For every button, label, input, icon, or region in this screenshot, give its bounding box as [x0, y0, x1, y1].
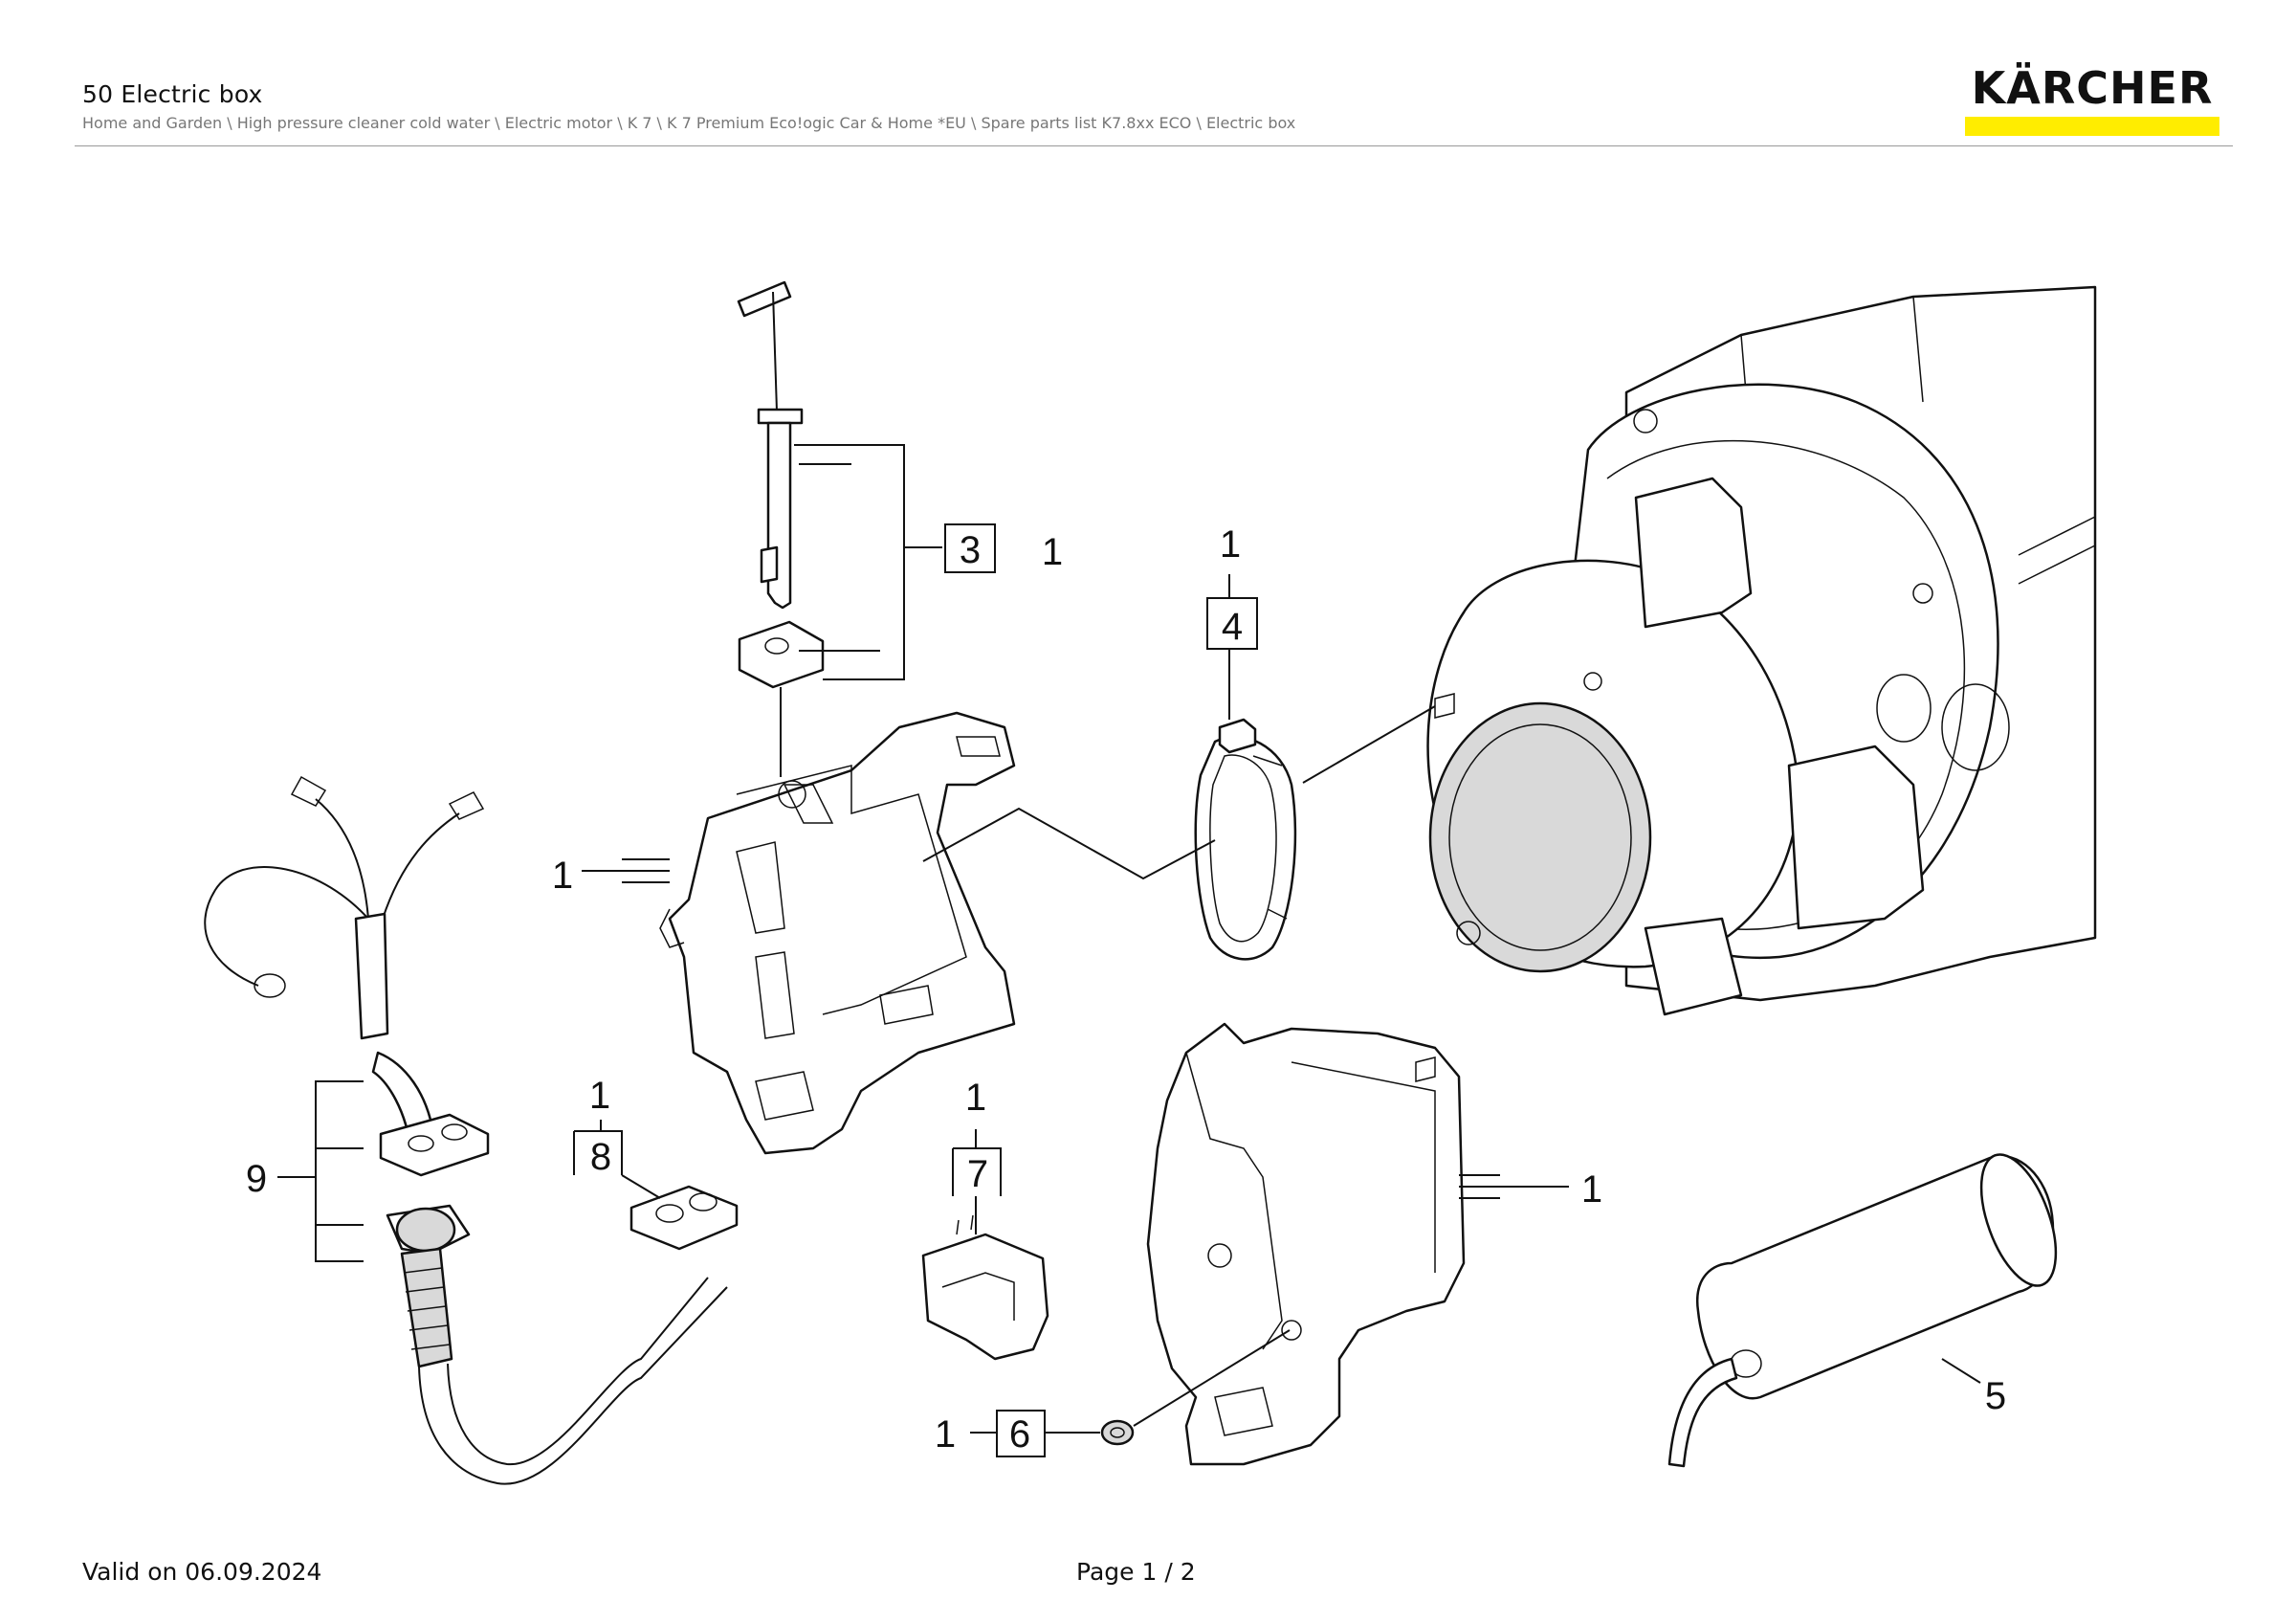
callout-4-number: 4: [1222, 606, 1243, 648]
callout-1-left: 1: [552, 855, 573, 897]
part-5-capacitor: [1667, 1153, 2058, 1468]
callout-boxes: [573, 523, 1258, 1457]
callout-8-number: 8: [590, 1136, 611, 1178]
callout-7-qty: 1: [965, 1077, 986, 1119]
electric-motor-drawing: [1426, 285, 2097, 1016]
callout-5-number: 5: [1985, 1375, 2006, 1417]
callout-4-qty: 1: [1220, 523, 1241, 566]
callout-9-number: 9: [246, 1158, 267, 1200]
callout-3-qty: 1: [1042, 531, 1063, 573]
callout-1-right: 1: [1581, 1168, 1602, 1211]
callout-6-number: 6: [1009, 1413, 1030, 1456]
part-6-nut: [1100, 1419, 1135, 1446]
callout-3-number: 3: [960, 529, 981, 571]
part-7-switch: [921, 1214, 1049, 1361]
page-number: Page 1 / 2: [1076, 1558, 1196, 1586]
leader-lines: [277, 444, 1981, 1434]
logo-wordmark: KÄRCHER: [1971, 62, 2214, 114]
page-title: 50 Electric box: [82, 80, 263, 108]
logo-yellow-bar: [1965, 117, 2219, 136]
header-divider: [75, 145, 2233, 146]
exploded-parts-diagram: 3 1 1 4 1 1 1 8 1 7 1 6 9 5: [204, 280, 2097, 1485]
part-8-grommet: [629, 1185, 739, 1251]
callout-7-number: 7: [967, 1153, 988, 1195]
part-3-switch-rod: [737, 280, 825, 777]
callout-6-qty: 1: [935, 1413, 956, 1456]
part-4-seal: [1194, 718, 1297, 961]
breadcrumb[interactable]: Home and Garden \ High pressure cleaner …: [82, 114, 1296, 132]
part-9-cable: [204, 775, 728, 1485]
valid-date: Valid on 06.09.2024: [82, 1558, 322, 1586]
part-1-electric-box-lower: [1146, 1022, 1466, 1466]
part-1-electric-box-upper: [659, 711, 1016, 1155]
karcher-logo: KÄRCHER: [1965, 63, 2219, 140]
callout-8-qty: 1: [589, 1075, 610, 1117]
